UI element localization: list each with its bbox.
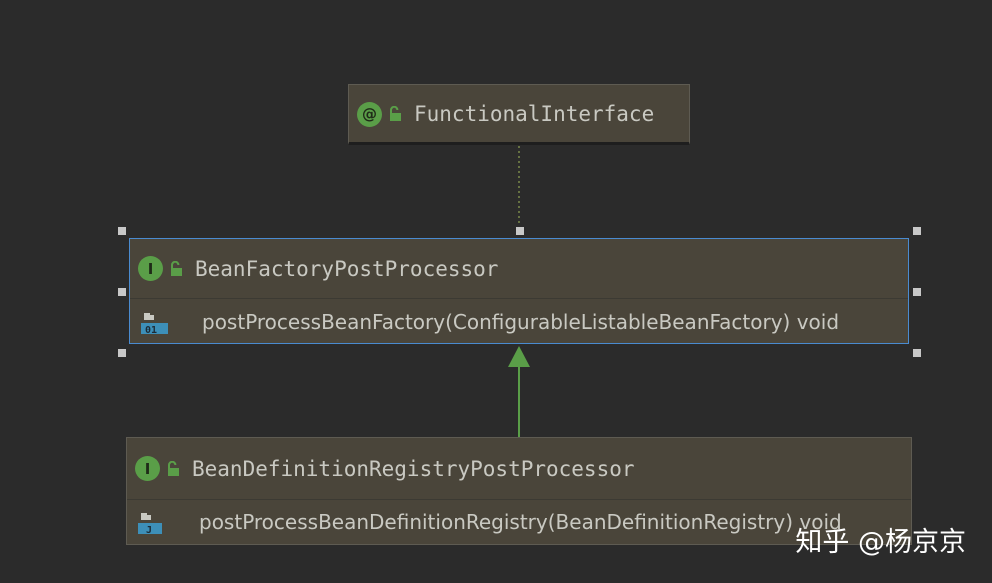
selection-handle[interactable] <box>913 288 921 296</box>
interface-badge-icon: I <box>138 256 163 281</box>
node-bean-definition-registry-post-processor[interactable]: I BeanDefinitionRegistryPostProcessor J … <box>126 437 912 545</box>
method-icon-label: 01 <box>145 325 157 335</box>
node-header: I BeanDefinitionRegistryPostProcessor <box>127 438 911 500</box>
method-icon: 01 <box>141 313 168 335</box>
node-header: @ FunctionalInterface <box>349 85 689 143</box>
method-signature: postProcessBeanDefinitionRegistry(BeanDe… <box>199 510 842 534</box>
node-header: I BeanFactoryPostProcessor <box>130 239 908 299</box>
selection-handle[interactable] <box>913 349 921 357</box>
unlocked-icon <box>171 260 182 276</box>
node-title: BeanDefinitionRegistryPostProcessor <box>192 456 635 481</box>
selection-handle[interactable] <box>118 227 126 235</box>
annotation-badge-icon: @ <box>357 101 382 127</box>
node-title: FunctionalInterface <box>414 102 655 126</box>
node-bean-factory-post-processor[interactable]: I BeanFactoryPostProcessor 01 postProces… <box>129 238 909 344</box>
node-functional-interface[interactable]: @ FunctionalInterface <box>348 84 690 145</box>
interface-badge-icon: I <box>135 456 160 481</box>
unlocked-icon <box>390 106 401 121</box>
unlocked-icon <box>168 460 179 476</box>
selection-handle[interactable] <box>118 288 126 296</box>
method-signature: postProcessBeanFactory(ConfigurableLista… <box>202 310 840 334</box>
method-icon: J <box>138 513 162 535</box>
node-title: BeanFactoryPostProcessor <box>195 256 499 281</box>
watermark: 知乎 @杨京京 <box>795 527 966 558</box>
selection-handle[interactable] <box>118 349 126 357</box>
selection-handle[interactable] <box>516 227 524 235</box>
member-row[interactable]: J postProcessBeanDefinitionRegistry(Bean… <box>127 500 911 544</box>
selection-handle[interactable] <box>913 227 921 235</box>
member-row[interactable]: 01 postProcessBeanFactory(ConfigurableLi… <box>130 299 908 345</box>
inheritance-arrowhead <box>508 346 530 367</box>
method-icon-label: J <box>146 525 152 535</box>
